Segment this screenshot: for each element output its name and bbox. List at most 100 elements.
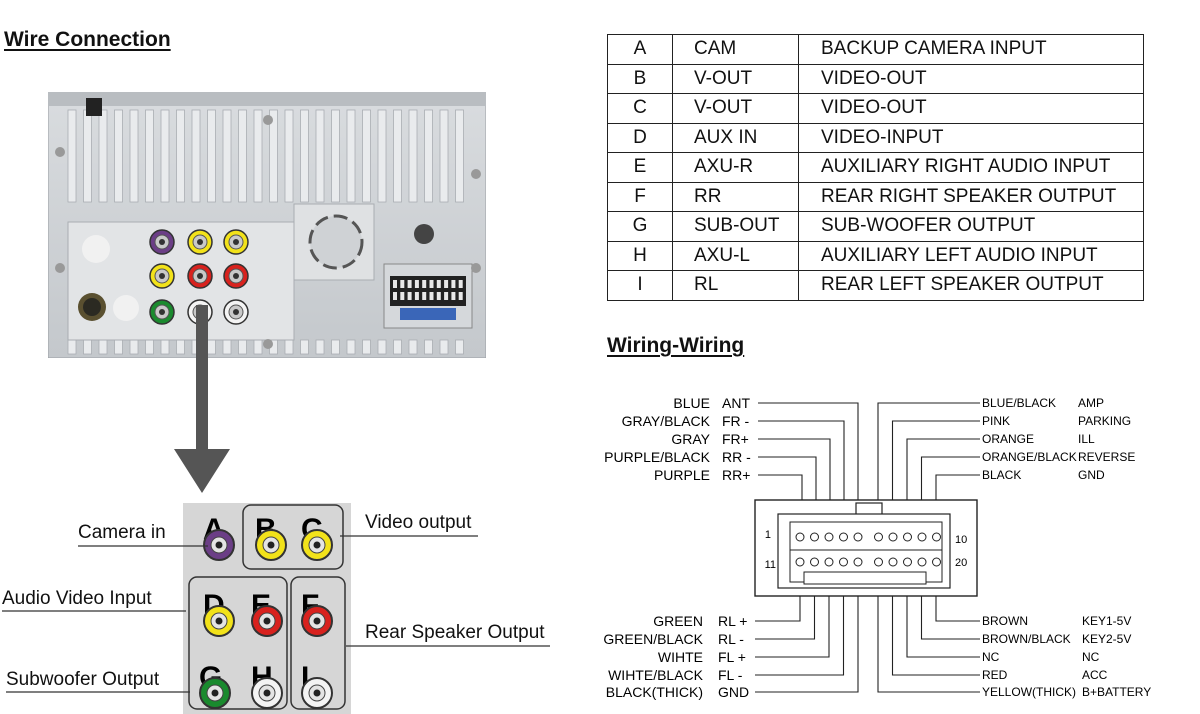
- cooling-fin: [176, 109, 185, 203]
- wire-color-label: ORANGE: [982, 432, 1034, 446]
- cooling-fin: [408, 109, 418, 203]
- wire-color-label: YELLOW(THICK): [982, 685, 1076, 699]
- wire-color-label: BLUE: [673, 395, 710, 411]
- cooling-fin: [300, 109, 309, 203]
- cooling-fin: [253, 109, 263, 203]
- cooling-fin: [191, 109, 201, 203]
- subwoofer-output-label: Subwoofer Output: [6, 669, 160, 690]
- wire-function-label: ANT: [722, 395, 750, 411]
- wire-line: [755, 596, 816, 640]
- wire-function-label: FR+: [722, 431, 749, 447]
- wire-function-label: FL -: [718, 667, 743, 683]
- wire-color-label: BROWN/BLACK: [982, 632, 1071, 646]
- connector-pin-hole: [888, 532, 898, 542]
- wire-color-label: GRAY/BLACK: [622, 413, 711, 429]
- wire-function-label: ACC: [1082, 668, 1108, 682]
- jack-letter: I: [301, 661, 309, 694]
- wire-line: [755, 596, 859, 693]
- rca-jack: [149, 263, 175, 289]
- rca-jack-b: B: [255, 513, 287, 561]
- connector-pin: [407, 292, 412, 300]
- wire-color-label: GREEN/BLACK: [603, 631, 703, 647]
- connector-pin-hole: [824, 532, 834, 542]
- cooling-fin: [315, 339, 325, 355]
- connector-pin: [429, 280, 434, 288]
- wire-color-label: GREEN: [653, 613, 703, 629]
- wire-function-label: ILL: [1078, 432, 1095, 446]
- cooling-fin: [362, 109, 371, 203]
- pin-code: RR: [672, 181, 799, 212]
- rca-jack: [187, 229, 213, 255]
- connector-pin: [458, 292, 463, 300]
- cooling-fin: [455, 109, 464, 203]
- cooling-fin: [145, 109, 154, 203]
- pin-description: VIDEO-INPUT: [798, 122, 1144, 153]
- cooling-fin: [129, 109, 139, 203]
- connector-pin: [393, 280, 397, 288]
- wire-line: [906, 596, 980, 658]
- wire-function-label: GND: [1078, 468, 1105, 482]
- pin-code: CAM: [672, 34, 799, 65]
- pin-code: AUX IN: [672, 122, 799, 153]
- wire-color-label: BLACK(THICK): [606, 684, 703, 700]
- cooling-fin: [393, 109, 402, 203]
- connector-pin-hole: [810, 557, 819, 567]
- connector-pin-hole: [795, 532, 805, 542]
- pin-description: VIDEO-OUT: [798, 93, 1144, 124]
- rca-jack-e: E: [251, 589, 283, 637]
- cooling-fin: [331, 339, 340, 355]
- pin-letter: I: [607, 270, 673, 301]
- wire-function-label: RL +: [718, 613, 747, 629]
- head-unit-back-panel: [48, 92, 486, 358]
- connector-pin: [400, 280, 405, 288]
- wire-function-label: NC: [1082, 650, 1100, 664]
- rca-jack: [149, 299, 175, 325]
- cooling-fin: [98, 109, 108, 203]
- cooling-fin: [377, 109, 387, 203]
- pin-11-label: 11: [765, 559, 776, 571]
- connector-pin-hole: [795, 557, 805, 567]
- rca-jack-h: H: [251, 661, 283, 709]
- rca-jack-i: I: [301, 661, 333, 709]
- connector-pin: [436, 280, 441, 288]
- wire-line: [755, 596, 845, 676]
- wire-line: [877, 596, 980, 693]
- wire-function-label: GND: [718, 684, 749, 700]
- pin-code: AXU-L: [672, 240, 799, 271]
- connector-pin: [458, 280, 463, 288]
- rca-jack: [187, 263, 213, 289]
- pin-code: SUB-OUT: [672, 211, 799, 242]
- connector-pin-hole: [917, 532, 927, 542]
- wire-color-label: BROWN: [982, 614, 1028, 628]
- pin-code: V-OUT: [672, 93, 799, 124]
- cooling-fin: [377, 339, 387, 355]
- wire-color-label: PURPLE/BLACK: [604, 449, 710, 465]
- pin-letter: F: [607, 181, 673, 212]
- cooling-fin: [269, 109, 278, 203]
- wire-color-label: BLUE/BLACK: [982, 396, 1056, 410]
- wire-function-label: FL +: [718, 649, 746, 665]
- rca-jack: [223, 263, 249, 289]
- connector-pin: [422, 292, 427, 300]
- wire-line: [877, 402, 980, 500]
- pin-code: V-OUT: [672, 63, 799, 94]
- wire-line: [758, 402, 859, 500]
- wire-color-label: ORANGE/BLACK: [982, 450, 1077, 464]
- wiring-heading: Wiring-Wiring: [607, 334, 745, 357]
- wire-color-label: BLACK: [982, 468, 1021, 482]
- cooling-fin: [222, 109, 232, 203]
- wire-function-label: B+BATTERY: [1082, 685, 1151, 699]
- cooling-fin: [424, 339, 433, 355]
- pin-letter: C: [607, 93, 673, 124]
- wire-line: [758, 438, 831, 500]
- connector-pin-hole: [932, 532, 941, 542]
- cooling-fin: [315, 109, 325, 203]
- connector-pin-hole: [839, 532, 848, 542]
- wire-function-label: REVERSE: [1078, 450, 1135, 464]
